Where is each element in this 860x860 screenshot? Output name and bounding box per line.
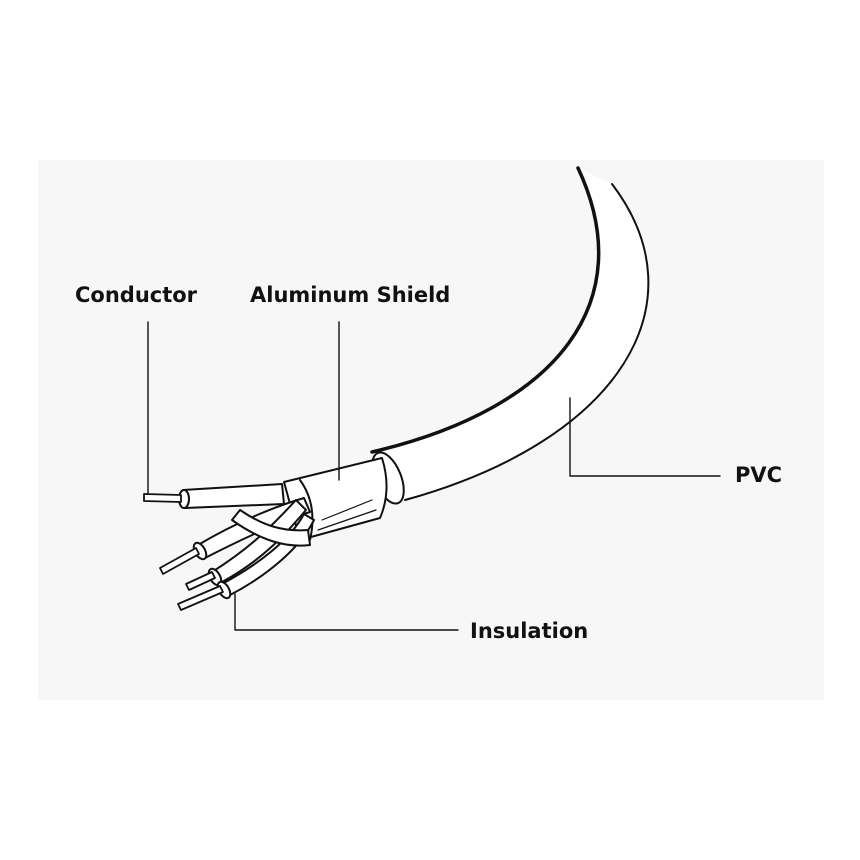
bare-conductor-2 [185, 571, 216, 591]
diagram-background [38, 160, 824, 700]
pvc-label: PVC [735, 463, 783, 487]
aluminum-shield-label: Aluminum Shield [250, 283, 451, 307]
pvc-jacket-upper-edge [370, 166, 601, 454]
bare-conductor-1 [159, 547, 200, 575]
insulation-leader-line [234, 593, 459, 631]
pvc-leader-line [569, 397, 721, 477]
twisted-wire-2 [211, 499, 307, 583]
pvc-jacket [372, 168, 649, 500]
pvc-jacket-lower-edge [404, 183, 650, 501]
aluminum-shield-texture [317, 499, 377, 531]
bare-conductor-3 [177, 585, 224, 611]
top-wire-insulation [182, 483, 285, 509]
conductor-label: Conductor [75, 283, 198, 307]
twisted-wire-4 [231, 509, 311, 547]
top-wire-conductor [143, 493, 182, 503]
insulation-label: Insulation [470, 619, 589, 643]
aluminum-shield-band [299, 479, 314, 541]
